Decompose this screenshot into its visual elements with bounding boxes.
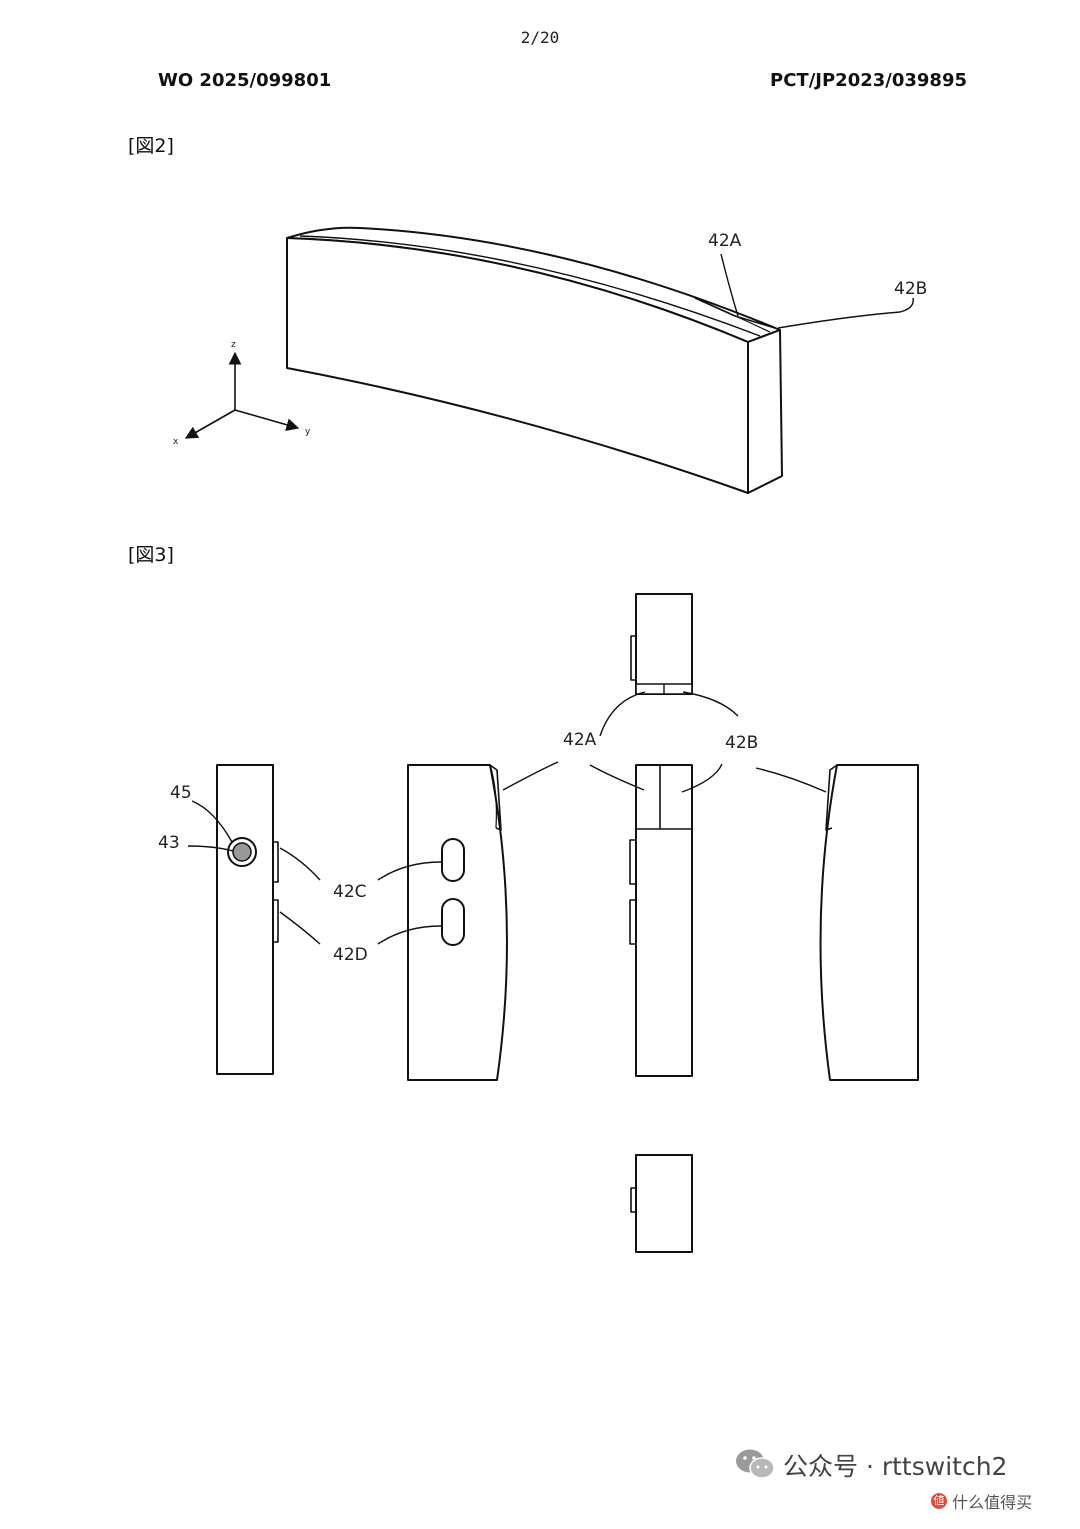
fig3-leader-43 — [187, 845, 234, 852]
figure-2-drawing — [184, 226, 914, 494]
page-number: 2/20 — [520, 28, 560, 47]
figure-3-drawing — [187, 593, 919, 1253]
watermark: 公众号 · rttswitch2 値 什么值得买 — [735, 1441, 1065, 1512]
fig3-leader-42d — [377, 925, 442, 945]
smzdm-icon: 値 — [931, 1493, 947, 1509]
fig2-callout-42a: 42A — [708, 231, 742, 251]
fig3-callout-42b: 42B — [725, 733, 758, 753]
fig3-callout-43: 43 — [158, 833, 180, 853]
z-axis-label: z — [231, 340, 236, 350]
watermark-sub: 什么值得买 — [952, 1493, 1033, 1512]
fig3-leader-45 — [191, 800, 233, 843]
fig3-top-view — [599, 593, 739, 737]
y-axis-label: y — [305, 427, 311, 437]
watermark-text: 公众号 · rttswitch2 — [783, 1452, 1008, 1481]
fig3-leader-42b-top — [682, 691, 739, 717]
fig3-callout-42d: 42D — [333, 945, 368, 965]
x-axis-label: x — [173, 437, 179, 447]
fig3-leader-42a-rear — [589, 764, 645, 791]
fig3-bottom-view — [630, 1154, 693, 1253]
figure-2-label: [図2] — [128, 135, 174, 157]
fig3-leader-42d-left — [279, 911, 321, 945]
publication-number: WO 2025/099801 — [158, 70, 332, 91]
figure-3-label: [図3] — [128, 544, 174, 566]
fig3-leader-42a-top — [599, 691, 646, 737]
fig3-left-side-view — [187, 764, 321, 1075]
fig2-end-face — [747, 329, 783, 494]
fig2-front-face — [286, 237, 749, 494]
fig3-rear-view — [589, 763, 723, 1077]
fig3-button-42d — [441, 898, 465, 946]
fig3-leader-42a-front — [502, 761, 559, 791]
y-axis — [234, 409, 300, 431]
fig3-button-42c — [441, 838, 465, 882]
fig2-leader-42b — [777, 297, 914, 329]
fig3-front-view — [377, 761, 559, 1081]
x-axis — [184, 409, 236, 439]
fig3-callout-45: 45 — [170, 783, 192, 803]
fig3-leader-42c-left — [279, 847, 321, 881]
fig3-back-view — [755, 764, 919, 1081]
fig2-leader-42a — [720, 253, 739, 317]
fig3-callout-42a: 42A — [563, 730, 597, 750]
fig3-leader-42b-rear — [681, 763, 723, 793]
wechat-icon — [736, 1449, 775, 1479]
fig3-leader-42b-back — [755, 767, 827, 793]
fig3-callout-42c: 42C — [333, 882, 367, 902]
fig3-leader-42c — [377, 861, 442, 881]
application-number: PCT/JP2023/039895 — [770, 70, 967, 91]
fig3-sensor-43 — [232, 842, 252, 862]
fig2-callout-42b: 42B — [894, 279, 927, 299]
